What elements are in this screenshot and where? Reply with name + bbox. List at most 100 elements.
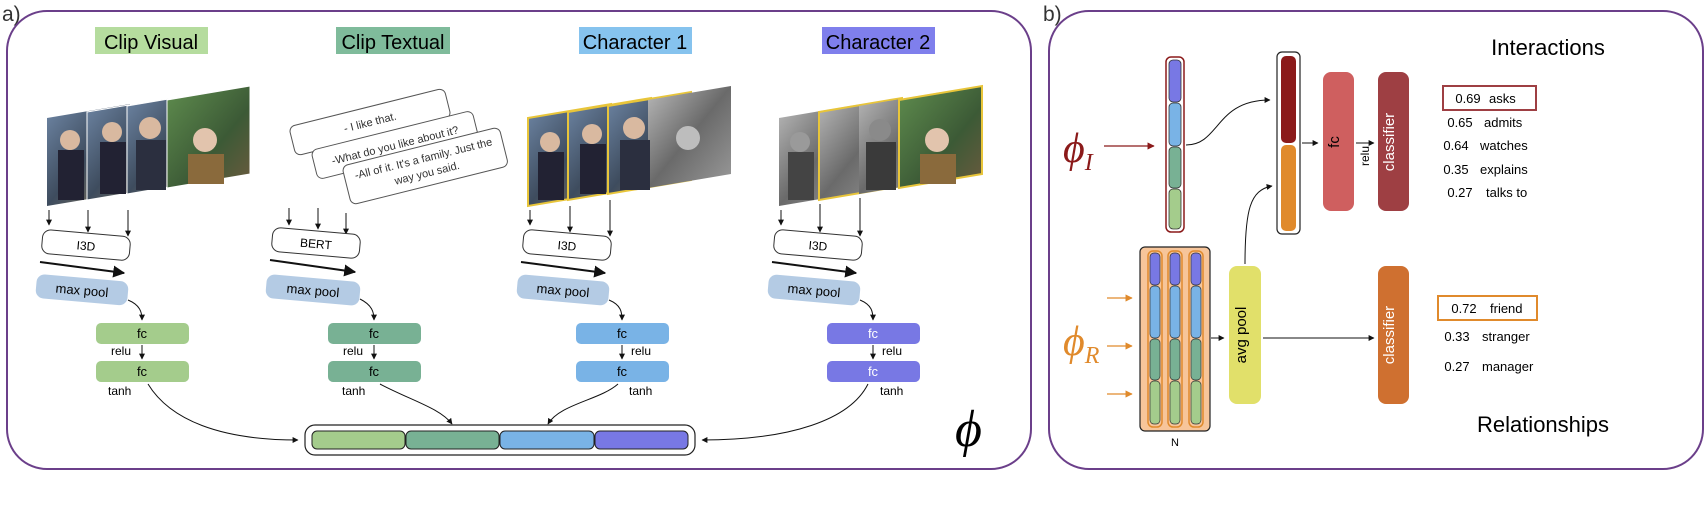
relationship-label-3: manager [1482, 359, 1534, 374]
interaction-label-2: admits [1484, 115, 1523, 130]
act1-label-clip-textual: relu [343, 344, 363, 358]
interaction-classifier [1378, 72, 1409, 211]
fc1-label-clip-visual: fc [137, 326, 148, 341]
title-character-1: Character 1 [583, 32, 688, 54]
title-bg-clip-visual [95, 27, 208, 54]
avg-pool-block [1229, 266, 1261, 404]
i3d-box-clip-visual [41, 229, 131, 261]
fc2-label-clip-visual: fc [137, 364, 148, 379]
relationship-classifier-label: classifier [1381, 306, 1398, 364]
embedding-segment-character-2 [594, 430, 689, 450]
max-pool-label-character-2: max pool [787, 281, 841, 301]
fc1-clip-textual [328, 323, 421, 344]
fc2-clip-visual [96, 361, 189, 382]
fc2-character-1 [576, 361, 669, 382]
relationships-title: Relationships [1477, 412, 1609, 437]
fc1-label-clip-textual: fc [369, 326, 380, 341]
act1-label-character-1: relu [631, 344, 651, 358]
i3d-label-character-2: I3D [808, 238, 828, 254]
max-pool-label-character-1: max pool [536, 281, 590, 301]
title-bg-character-1 [579, 27, 692, 54]
fc1-label-character-1: fc [617, 326, 628, 341]
interaction-label-5: talks to [1486, 185, 1527, 200]
panel-b-label: b) [1043, 3, 1062, 26]
relationships-list: 0.72 friend 0.33 stranger 0.27 manager [1437, 295, 1538, 374]
panel-b-frame [1048, 10, 1704, 470]
relationship-label-1: friend [1490, 301, 1523, 316]
character-2-frames [779, 84, 983, 206]
embedding-segment-clip-textual [405, 430, 500, 450]
max-pool-character-1 [516, 274, 610, 306]
interactions-list: 0.69 asks 0.65 admits 0.64 watches 0.35 … [1442, 85, 1537, 200]
embedding-segment-clip-visual [311, 430, 406, 450]
pipeline-clip-textual: BERT max pool fc relu fc tanh [265, 208, 453, 425]
max-pool-label-clip-visual: max pool [55, 281, 109, 301]
top-relationship-highlight [1437, 295, 1538, 321]
act1-label-character-2: relu [882, 344, 902, 358]
pipeline-clip-visual: I3D max pool fc relu fc tanh [35, 210, 299, 443]
combined-vector [1276, 51, 1301, 235]
title-clip-textual: Clip Textual [341, 32, 444, 54]
top-interaction-highlight [1442, 85, 1537, 111]
i3d-label-character-1: I3D [557, 238, 577, 254]
act2-label-clip-visual: tanh [108, 384, 131, 398]
panel-a-label: a) [2, 3, 21, 26]
subtitle-card-3 [342, 127, 508, 205]
concatenated-embedding [304, 424, 696, 456]
relu-label-b: relu [1358, 146, 1372, 166]
phi-symbol: ϕ [955, 401, 982, 458]
interaction-score-2: 0.65 [1447, 115, 1472, 130]
n-label: N [1171, 437, 1179, 449]
i3d-box-character-2 [773, 229, 863, 261]
interaction-score-4: 0.35 [1443, 162, 1468, 177]
fc2-clip-textual [328, 361, 421, 382]
max-pool-clip-visual [35, 274, 129, 306]
i3d-box-character-1 [522, 229, 612, 261]
fc1-character-2 [827, 323, 920, 344]
max-pool-character-2 [767, 274, 861, 306]
act1-label-clip-visual: relu [111, 344, 131, 358]
title-bg-clip-textual [336, 27, 450, 54]
fc2-character-2 [827, 361, 920, 382]
title-bg-character-2 [822, 27, 935, 54]
fc1-label-character-2: fc [868, 326, 879, 341]
column-titles: Clip Visual Clip Textual Character 1 Cha… [95, 27, 935, 54]
fc1-character-1 [576, 323, 669, 344]
panel-a-frame [6, 10, 1032, 470]
fc2-label-character-1: fc [617, 364, 628, 379]
embedding-segment-character-1 [499, 430, 595, 450]
character-1-frames [527, 86, 731, 208]
panel-b: b) Interactions Relationships ϕI fc relu… [1043, 3, 1704, 470]
title-character-2: Character 2 [826, 32, 931, 54]
bert-box [271, 227, 361, 259]
act2-label-clip-textual: tanh [342, 384, 365, 398]
phi-i-symbol: ϕI [1063, 126, 1094, 176]
pipeline-character-1: I3D max pool fc relu fc tanh [516, 200, 669, 425]
relationship-score-2: 0.33 [1444, 329, 1469, 344]
max-pool-clip-textual [265, 274, 361, 306]
interaction-score-3: 0.64 [1443, 138, 1468, 153]
act2-label-character-1: tanh [629, 384, 652, 398]
fc-block [1323, 72, 1354, 211]
i3d-label-clip-visual: I3D [76, 238, 96, 254]
panel-a: a) Clip Visual Clip Textual Character 1 … [2, 3, 1032, 470]
interaction-label-4: explains [1480, 162, 1528, 177]
interaction-score-5: 0.27 [1447, 185, 1472, 200]
fc2-label-character-2: fc [868, 364, 879, 379]
interaction-label-3: watches [1479, 138, 1528, 153]
act2-label-character-2: tanh [880, 384, 903, 398]
max-pool-label-clip-textual: max pool [286, 281, 340, 301]
relationship-score-3: 0.27 [1444, 359, 1469, 374]
phi-r-symbol: ϕR [1063, 319, 1100, 369]
fc2-label-clip-textual: fc [369, 364, 380, 379]
interaction-classifier-label: classifier [1381, 113, 1398, 171]
relationship-classifier [1378, 266, 1409, 404]
fc1-clip-visual [96, 323, 189, 344]
relationship-label-2: stranger [1482, 329, 1530, 344]
avg-pool-label: avg pool [1233, 307, 1250, 364]
fc-block-label: fc [1326, 136, 1343, 148]
interaction-vector [1165, 56, 1185, 233]
interaction-label-1: asks [1489, 91, 1516, 106]
bert-label: BERT [299, 236, 333, 253]
interaction-score-1: 0.69 [1455, 91, 1480, 106]
